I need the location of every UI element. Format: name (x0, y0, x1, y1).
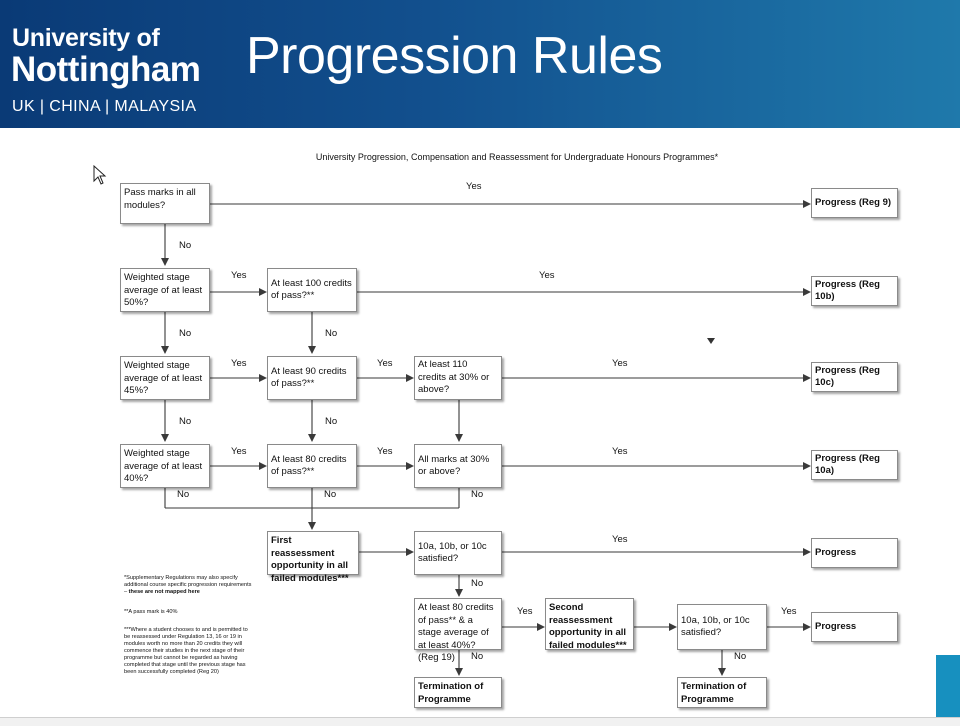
node-weighted-average-50: Weighted stage average of at least 50%? (120, 268, 210, 312)
node-pass-all-modules: Pass marks in all modules? (120, 183, 210, 224)
logo-line-2: Nottingham (11, 50, 201, 89)
node-progress-reg10b: Progress (Reg 10b) (811, 276, 898, 306)
slide-title: Progression Rules (246, 27, 663, 85)
edge-label-yes: Yes (612, 446, 628, 457)
edge-label-yes: Yes (781, 606, 797, 617)
edge-label-no: No (471, 578, 484, 589)
node-weighted-average-45: Weighted stage average of at least 45%? (120, 356, 210, 400)
edge-label-yes: Yes (539, 270, 555, 281)
node-progress-2: Progress (811, 612, 898, 642)
bottom-toolbar-strip (0, 717, 960, 726)
node-progress-1: Progress (811, 538, 898, 568)
edge-label-no: No (179, 240, 192, 251)
node-progress-reg10c: Progress (Reg 10c) (811, 362, 898, 392)
edge-label-yes: Yes (377, 358, 393, 369)
node-termination-1: Termination of Programme (414, 677, 502, 708)
edge-label-yes: Yes (612, 534, 628, 545)
small-triangle-marker-icon (707, 338, 715, 344)
node-second-reassessment: Second reassessment opportunity in all f… (545, 598, 634, 651)
edge-label-no: No (325, 416, 338, 427)
node-80-credits-stage-average-40: At least 80 credits of pass** & a stage … (414, 598, 502, 663)
edge-label-yes: Yes (517, 606, 533, 617)
footnote-1-text: *Supplementary Regulations may also spec… (124, 575, 252, 595)
node-progress-reg9: Progress (Reg 9) (811, 188, 898, 218)
edge-label-yes: Yes (466, 181, 482, 192)
node-credits-90: At least 90 credits of pass?** (267, 356, 357, 400)
edge-label-no: No (179, 416, 192, 427)
header-banner: University of Nottingham UK | CHINA | MA… (0, 0, 960, 128)
diagram-title: University Progression, Compensation and… (315, 152, 719, 162)
edge-label-no: No (471, 651, 484, 662)
footnote-3: ***Where a student chooses to and is per… (124, 627, 248, 675)
node-weighted-average-40: Weighted stage average of at least 40%? (120, 444, 210, 488)
edge-label-no: No (324, 489, 337, 500)
node-termination-2: Termination of Programme (677, 677, 767, 708)
node-credits-110-at-30: At least 110 credits at 30% or above? (414, 356, 502, 400)
node-first-reassessment: First reassessment opportunity in all fa… (267, 531, 359, 584)
logo-campuses: UK | CHINA | MALAYSIA (12, 98, 197, 115)
node-progress-reg10a: Progress (Reg 10a) (811, 450, 898, 480)
node-all-marks-30: All marks at 30% or above? (414, 444, 502, 488)
edge-label-no: No (734, 651, 747, 662)
edge-label-yes: Yes (612, 358, 628, 369)
edge-label-no: No (177, 489, 190, 500)
edge-label-no: No (471, 489, 484, 500)
edge-label-no: No (325, 328, 338, 339)
logo-line-1: University of (12, 24, 160, 52)
accent-bar (936, 655, 960, 717)
footnote-2: **A pass mark is 40% (124, 609, 178, 615)
edge-label-yes: Yes (231, 270, 247, 281)
node-10abc-satisfied-2: 10a, 10b, or 10c satisfied? (677, 604, 767, 650)
edge-label-yes: Yes (231, 358, 247, 369)
node-credits-100: At least 100 credits of pass?** (267, 268, 357, 312)
node-credits-80: At least 80 credits of pass?** (267, 444, 357, 488)
edge-label-no: No (179, 328, 192, 339)
footnote-1-bold: these are not mapped here (128, 589, 200, 595)
node-10abc-satisfied-1: 10a, 10b, or 10c satisfied? (414, 531, 502, 575)
edge-label-yes: Yes (377, 446, 393, 457)
footnote-1: *Supplementary Regulations may also spec… (124, 575, 252, 596)
mouse-cursor-icon (93, 165, 107, 185)
edge-label-yes: Yes (231, 446, 247, 457)
